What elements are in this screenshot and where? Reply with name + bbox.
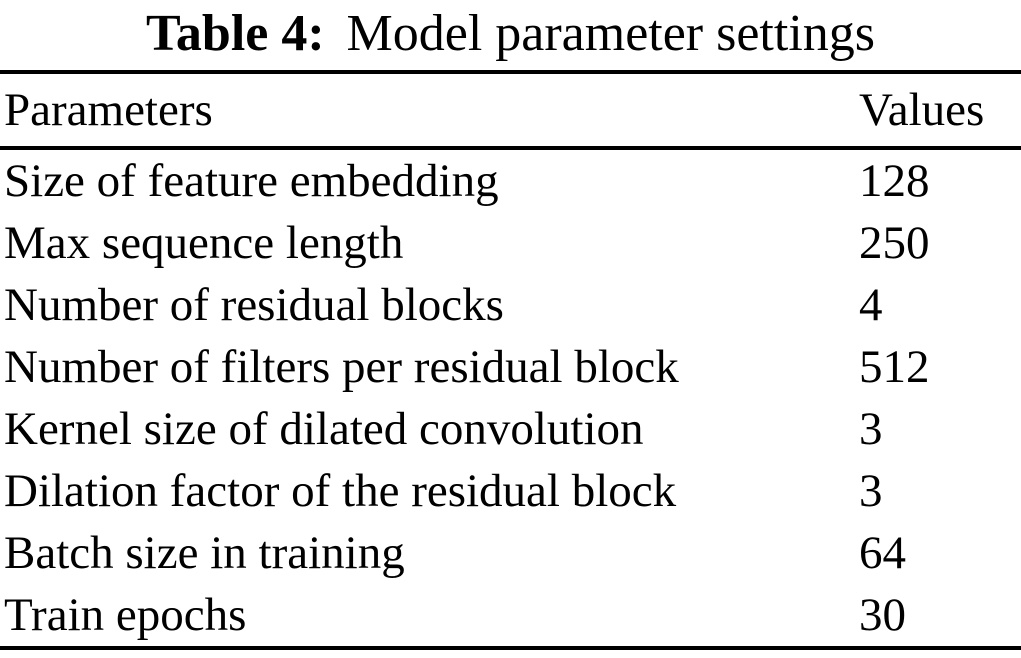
table-caption-text: Model parameter settings [346,5,876,62]
value-cell: 64 [859,526,906,579]
value-cell: 512 [859,340,930,393]
table-caption-label: Table 4: [145,5,325,62]
parameter-cell: Number of filters per residual block [4,340,679,393]
parameter-cell: Number of residual blocks [4,278,504,331]
table-row: Max sequence length 250 [0,212,1021,274]
table-body: Size of feature embedding 128 Max sequen… [0,148,1021,648]
value-cell: 3 [859,464,883,517]
parameter-cell: Size of feature embedding [4,154,499,207]
table-row: Train epochs 30 [0,584,1021,648]
value-cell: 3 [859,402,883,455]
parameter-cell: Kernel size of dilated convolution [4,402,644,455]
column-header-parameters: Parameters [0,72,855,150]
parameter-cell: Dilation factor of the residual block [4,464,677,517]
value-cell: 128 [859,154,930,207]
table-row: Dilation factor of the residual block 3 [0,460,1021,522]
table-row: Number of residual blocks 4 [0,274,1021,336]
parameter-cell: Batch size in training [4,526,405,579]
parameter-cell: Max sequence length [4,216,404,269]
table-row: Size of feature embedding 128 [0,148,1021,212]
value-cell: 250 [859,216,930,269]
column-header-values: Values [855,72,1021,150]
table-row: Batch size in training 64 [0,522,1021,584]
table-caption: Table 4: Model parameter settings [0,2,1021,66]
value-cell: 30 [859,588,906,641]
table-row: Number of filters per residual block 512 [0,336,1021,398]
table-header-row: Parameters Values [0,72,1021,150]
parameter-table: Parameters Values Size of feature embedd… [0,70,1021,650]
value-cell: 4 [859,278,883,331]
table-row: Kernel size of dilated convolution 3 [0,398,1021,460]
parameter-cell: Train epochs [4,588,247,641]
